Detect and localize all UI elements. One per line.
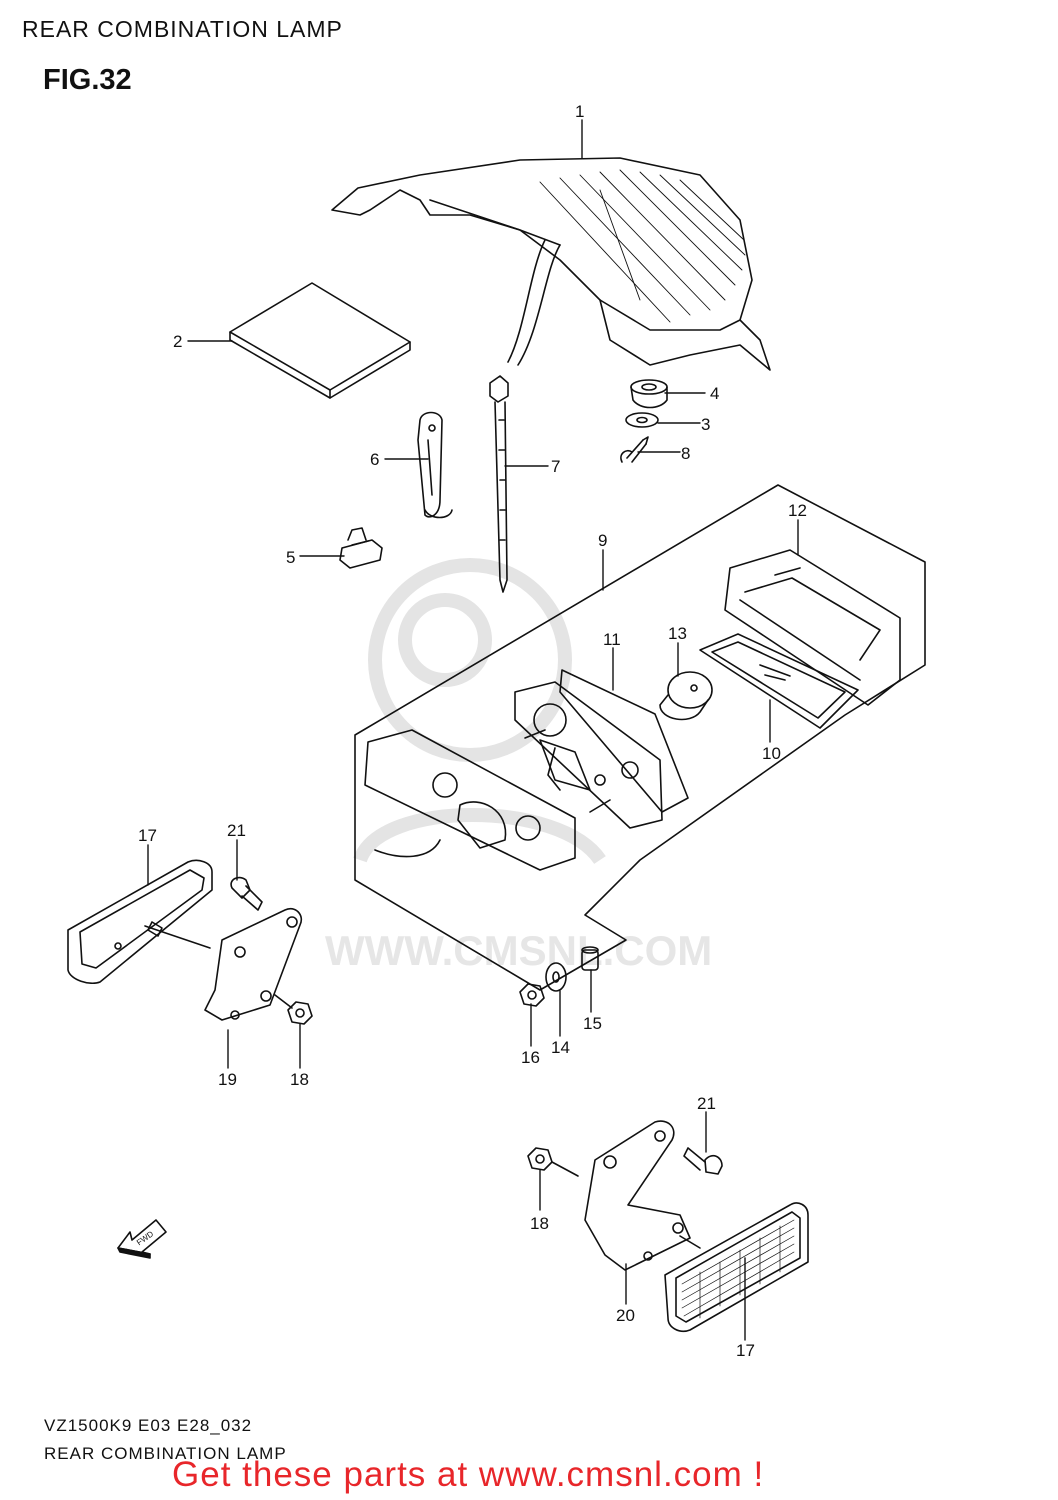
part-cushion-pad [229, 282, 411, 399]
part-nut-center [519, 983, 545, 1007]
leader-lines [147, 119, 799, 1341]
callout-19: 19 [218, 1070, 237, 1089]
callout-numbers: 1 2 3 4 5 6 7 8 9 10 11 12 13 14 15 16 1… [138, 102, 807, 1360]
part-reflector-right [664, 1202, 809, 1333]
callout-9: 9 [598, 531, 607, 550]
part-clip [339, 527, 383, 569]
part-lens [724, 549, 901, 706]
part-gasket [699, 633, 859, 729]
part-nut-right [527, 1147, 579, 1177]
part-clamp [417, 411, 453, 519]
callout-4: 4 [710, 384, 719, 403]
callout-17-left: 17 [138, 826, 157, 845]
callout-2: 2 [173, 332, 182, 351]
figure-number: FIG.32 [43, 64, 132, 96]
part-screw [620, 436, 649, 463]
callout-13: 13 [668, 624, 687, 643]
part-washer [625, 412, 659, 428]
part-rear-lamp-housing [331, 157, 771, 371]
callout-7: 7 [551, 457, 560, 476]
callout-6: 6 [370, 450, 379, 469]
part-grommet [630, 379, 668, 409]
callout-11: 11 [603, 630, 621, 649]
section-name: REAR COMBINATION LAMP [44, 1444, 287, 1463]
callout-17-right: 17 [736, 1341, 755, 1360]
part-base-plate [514, 669, 689, 829]
callout-5: 5 [286, 548, 295, 567]
callout-10: 10 [762, 744, 781, 763]
callout-21-right: 21 [697, 1094, 716, 1113]
watermark-text: WWW.CMSNL.COM [325, 927, 712, 974]
model-code: VZ1500K9 E03 E28_032 [44, 1416, 253, 1435]
part-bracket-right [584, 1120, 691, 1271]
page-title: REAR COMBINATION LAMP [22, 16, 343, 42]
part-bolt-right [683, 1147, 723, 1175]
fwd-arrow-icon [117, 1219, 167, 1259]
watermark: WWW.CMSNL.COM [325, 558, 712, 974]
callout-15: 15 [583, 1014, 602, 1033]
callout-14: 14 [551, 1038, 570, 1057]
part-nut-left [274, 994, 313, 1025]
part-socket-plate [364, 729, 611, 871]
callout-16: 16 [521, 1048, 540, 1067]
callout-20: 20 [616, 1306, 635, 1325]
part-bolt-left [230, 876, 263, 911]
callout-21-left: 21 [227, 821, 246, 840]
part-collar [581, 946, 599, 971]
part-cable-tie [489, 375, 509, 593]
assembly-box [354, 484, 926, 991]
part-bracket-left [144, 907, 303, 1021]
part-washer-small [545, 962, 567, 992]
part-bulb [659, 671, 713, 721]
callout-1: 1 [575, 102, 584, 121]
call-to-action-link[interactable]: Get these parts at www.cmsnl.com ! [172, 1455, 765, 1494]
callout-3: 3 [701, 415, 710, 434]
callout-18-left: 18 [290, 1070, 309, 1089]
callout-12: 12 [788, 501, 807, 520]
callout-8: 8 [681, 444, 690, 463]
part-reflector-left [67, 859, 213, 985]
callout-18-right: 18 [530, 1214, 549, 1233]
